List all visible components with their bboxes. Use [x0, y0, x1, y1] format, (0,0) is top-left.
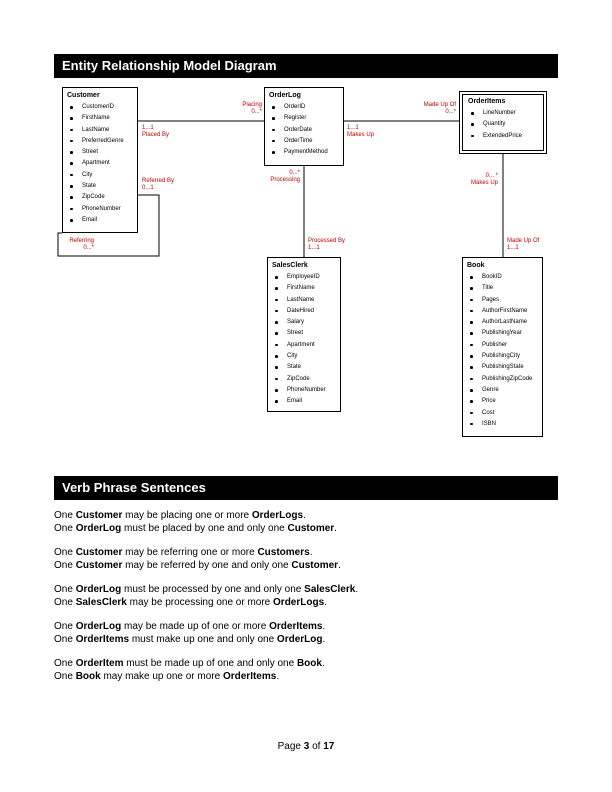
attribute-item: PublishingZipCode [463, 374, 542, 385]
attribute-item: ExtendedPrice [464, 131, 546, 142]
attribute-item: AuthorLastName [463, 317, 542, 328]
line-customer-self [57, 194, 160, 257]
sentence: One SalesClerk may be processing one or … [54, 597, 327, 608]
attribute-item: Salary [268, 317, 340, 328]
page-footer: Page 3 of 17 [277, 741, 335, 752]
attribute-item: State [268, 362, 340, 373]
verb-phrase-sentences: One Customer may be placing one or more … [54, 509, 358, 694]
attribute-item: PublishingYear [463, 328, 542, 339]
attribute-item: Genre [463, 385, 542, 396]
attribute-item: EmployeeID [268, 272, 340, 283]
sentence-group: One OrderLog must be processed by one an… [54, 583, 358, 609]
sentence: One Customer may be placing one or more … [54, 510, 306, 521]
sentence-group: One OrderItem must be made up of one and… [54, 657, 358, 683]
attribute-item: Apartment [63, 158, 137, 169]
attribute-item: OrderTime [265, 136, 343, 147]
attribute-item: BookID [463, 272, 542, 283]
sentence: One Customer may be referring one or mor… [54, 547, 313, 558]
attribute-item: LineNumber [464, 108, 546, 119]
attribute-item: Apartment [268, 340, 340, 351]
attribute-item: CustomerID [63, 102, 137, 113]
attribute-item: Register [265, 113, 343, 124]
entity-name: OrderItems [468, 98, 506, 105]
entity-name: SalesClerk [272, 262, 308, 269]
entity-name: Book [467, 262, 485, 269]
sentence: One OrderItem must be made up of one and… [54, 658, 325, 669]
attribute-item: OrderDate [265, 125, 343, 136]
label-processing: 0...*Processing [270, 170, 300, 183]
attribute-item: City [268, 351, 340, 362]
sentence-group: One Customer may be referring one or mor… [54, 546, 358, 572]
sentence: One OrderLog must be placed by one and o… [54, 523, 337, 534]
attribute-item: PreferredGenre [63, 136, 137, 147]
attribute-item: PublishingCity [463, 351, 542, 362]
sentence: One OrderItems must make up one and only… [54, 634, 326, 645]
attribute-item: LastName [268, 295, 340, 306]
attribute-item: Street [268, 328, 340, 339]
sentence: One Book may make up one or more OrderIt… [54, 671, 280, 682]
attribute-item: Price [463, 396, 542, 407]
attribute-item: FirstName [63, 113, 137, 124]
attribute-item: AuthorFirstName [463, 306, 542, 317]
attribute-item: ISBN [463, 419, 542, 430]
sentence: One OrderLog must be processed by one an… [54, 584, 359, 595]
label-makes-up-book: 0... *Makes Up [470, 173, 498, 186]
attribute-item: Cost [463, 408, 542, 419]
sentence-group: One Customer may be placing one or more … [54, 509, 358, 535]
attribute-item: City [63, 170, 137, 181]
entity-name: OrderLog [269, 92, 301, 99]
attribute-item: Email [63, 215, 137, 226]
attribute-item: DateHired [268, 306, 340, 317]
attribute-item: PhoneNumber [63, 204, 137, 215]
diagram-section-header: Entity Relationship Model Diagram [54, 54, 558, 78]
attribute-item: PaymentMethod [265, 147, 343, 158]
attribute-item: ZipCode [63, 192, 137, 203]
total-pages: 17 [323, 741, 335, 752]
sentence-group: One OrderLog may be made up of one or mo… [54, 620, 358, 646]
attribute-item: Quantity [464, 119, 546, 130]
attribute-item: FirstName [268, 283, 340, 294]
attribute-item: Pages [463, 295, 542, 306]
attribute-item: OrderID [265, 102, 343, 113]
attribute-item: LastName [63, 125, 137, 136]
verb-phrase-section-header: Verb Phrase Sentences [54, 476, 558, 500]
attribute-item: Publisher [463, 340, 542, 351]
attribute-item: PhoneNumber [268, 385, 340, 396]
attribute-item: Title [463, 283, 542, 294]
attribute-item: PublishingState [463, 362, 542, 373]
current-page: 3 [303, 741, 310, 752]
attribute-item: Street [63, 147, 137, 158]
entity-name: Customer [67, 92, 100, 99]
attribute-item: State [63, 181, 137, 192]
sentence: One OrderLog may be made up of one or mo… [54, 621, 326, 632]
sentence: One Customer may be referred by one and … [54, 560, 341, 571]
attribute-item: Email [268, 396, 340, 407]
attribute-item: ZipCode [268, 374, 340, 385]
